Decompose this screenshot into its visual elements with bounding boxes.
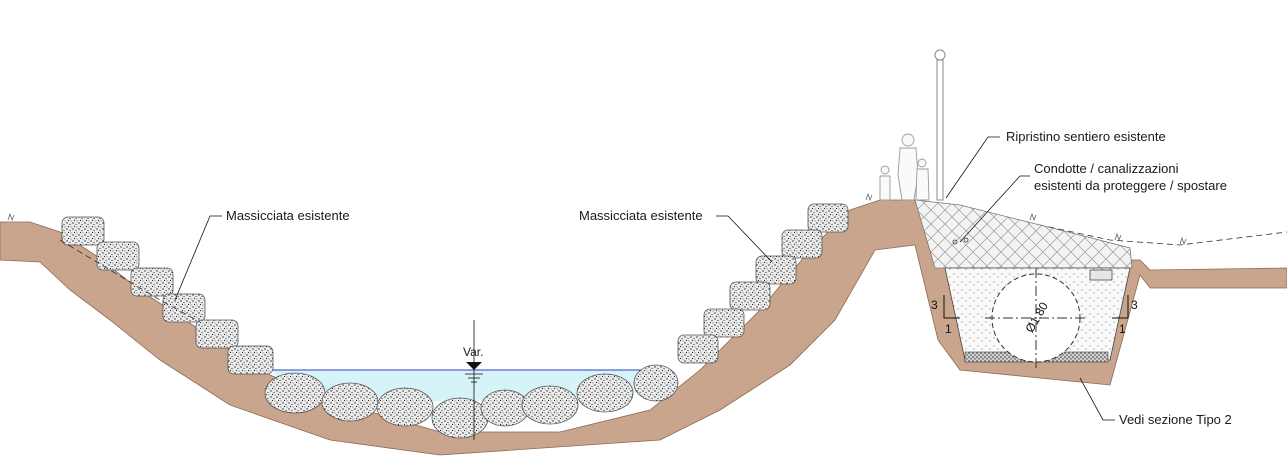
boulder [480,389,530,427]
leader-lines [174,136,1115,421]
rock-block [755,255,797,285]
slope-left-vertical: 3 [931,298,938,312]
label-condotte-line1: Condotte / canalizzazioni [1034,161,1179,176]
grass-tufts [7,192,1187,246]
boulder [521,385,579,425]
rock-block [162,293,206,323]
label-vedi-sezione: Vedi sezione Tipo 2 [1119,412,1232,427]
water-level-marker [465,320,483,440]
label-massicciata-left: Massicciata esistente [226,208,350,223]
rock-block [703,308,745,338]
rock-block [96,241,140,271]
conduit [952,239,958,245]
boulder [633,364,679,402]
boulder [376,387,434,427]
boulder [431,397,489,439]
label-ripristino: Ripristino sentiero esistente [1006,129,1166,144]
rock-block [729,281,771,311]
lamp-post [934,49,946,201]
rock-block [807,203,849,233]
rock-block [195,319,239,349]
label-condotte-line2: esistenti da proteggere / spostare [1034,178,1227,193]
pedestrians-icon [879,133,930,201]
rock-block [227,345,274,375]
rock-block [61,216,105,246]
rock-block [781,229,823,259]
path-restoration-layer [914,199,1133,269]
rock-block [677,334,719,364]
boulder [576,373,634,413]
slope-indicator-right [1112,295,1129,319]
pipe [985,268,1087,368]
conduit [963,237,969,243]
slope-right-horizontal: 1 [1119,322,1126,336]
left-riprap [61,216,274,375]
label-massicciata-right: Massicciata esistente [579,208,703,223]
rock-block [130,267,174,297]
slope-indicator-left [943,295,960,319]
boulder [264,372,326,414]
water-level-label: Var. [463,345,483,359]
right-riprap [677,203,849,364]
slope-right-vertical: 3 [1131,298,1138,312]
boulder [321,382,379,422]
utility-box [1089,269,1113,281]
slope-left-horizontal: 1 [945,322,952,336]
